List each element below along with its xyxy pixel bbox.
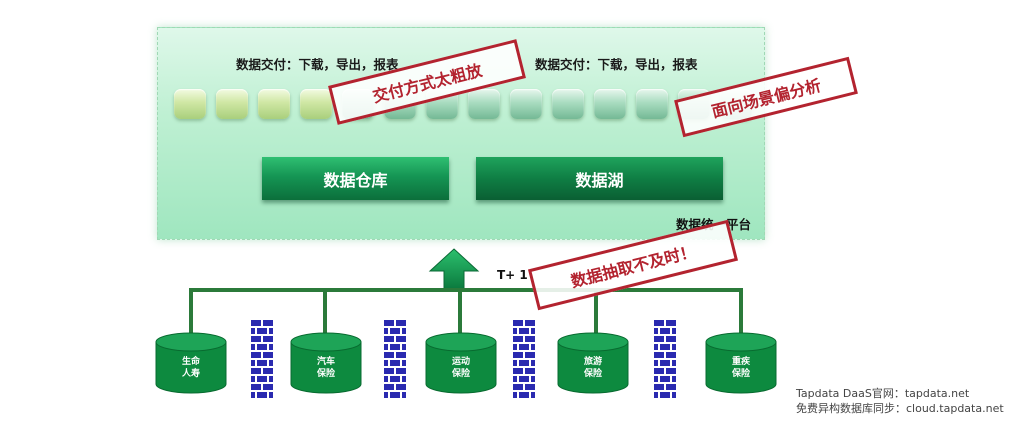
database-label: 旅游 保险 (557, 356, 629, 380)
database-label-text: 汽车 保险 (316, 357, 335, 379)
data-lake-box: 数据湖 (476, 157, 723, 200)
watermark: Tapdata DaaS官网：tapdata.net 免费异构数据库同步：clo… (796, 386, 1004, 416)
connector-line (189, 288, 193, 336)
watermark-line-1: Tapdata DaaS官网：tapdata.net (796, 387, 970, 400)
connector-line (323, 288, 327, 336)
report-tile (552, 89, 584, 119)
database-label-text: 运动 保险 (451, 357, 470, 379)
connector-line (739, 288, 743, 336)
firewall-icon (384, 320, 406, 400)
connection-bus (189, 288, 743, 292)
database-label-text: 旅游 保险 (583, 357, 602, 379)
database-label: 重疾 保险 (705, 356, 777, 380)
firewall-icon (513, 320, 535, 400)
database-icon (557, 332, 629, 394)
t-plus-one-label: T+ 1 (497, 268, 528, 282)
report-tile (258, 89, 290, 119)
report-tile (510, 89, 542, 119)
delivery-label-left: 数据交付：下载，导出，报表 (236, 57, 399, 72)
report-tile (636, 89, 668, 119)
firewall-icon (251, 320, 273, 400)
report-tile (216, 89, 248, 119)
database-label-text: 重疾 保险 (731, 357, 750, 379)
database-icon (425, 332, 497, 394)
report-tile (174, 89, 206, 119)
database-cylinder: 运动 保险 (425, 332, 497, 394)
database-cylinder: 旅游 保险 (557, 332, 629, 394)
connector-line (594, 288, 598, 336)
database-label: 运动 保险 (425, 356, 497, 380)
database-label: 生命 人寿 (155, 356, 227, 380)
database-icon (290, 332, 362, 394)
connector-line (458, 288, 462, 336)
database-label-text: 生命 人寿 (181, 357, 200, 379)
database-cylinder: 生命 人寿 (155, 332, 227, 394)
report-tile (300, 89, 332, 119)
database-label: 汽车 保险 (290, 356, 362, 380)
database-icon (155, 332, 227, 394)
firewall-icon (654, 320, 676, 400)
report-tile (594, 89, 626, 119)
database-cylinder: 汽车 保险 (290, 332, 362, 394)
up-arrow-icon (428, 248, 480, 290)
report-tile (468, 89, 500, 119)
delivery-label-right: 数据交付：下载，导出，报表 (535, 57, 698, 72)
data-warehouse-box: 数据仓库 (262, 157, 449, 200)
database-icon (705, 332, 777, 394)
database-cylinder: 重疾 保险 (705, 332, 777, 394)
watermark-line-2: 免费异构数据库同步：cloud.tapdata.net (796, 402, 1004, 415)
